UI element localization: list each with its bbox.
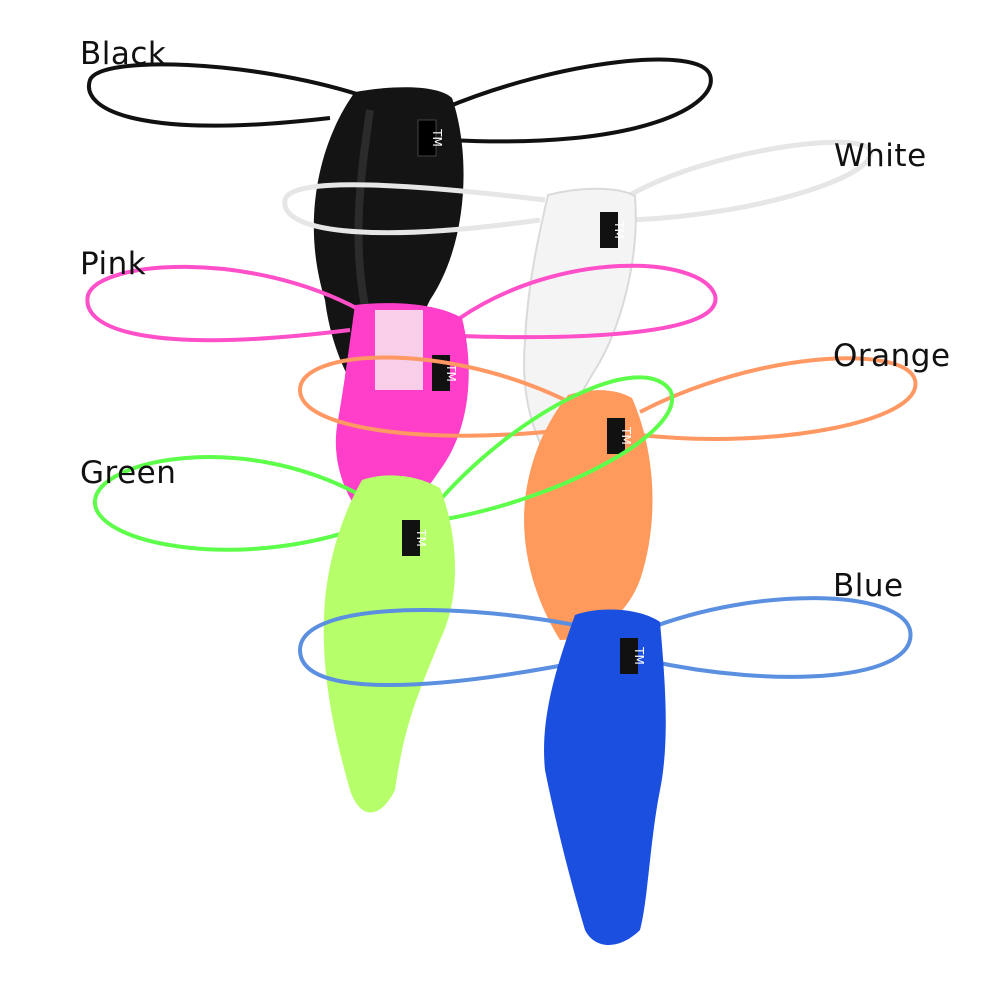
- blue-tag: [620, 638, 638, 674]
- label-pink: Pink: [80, 246, 147, 282]
- black-pouch: [313, 87, 464, 410]
- orange-tag-text: TM: [619, 426, 633, 445]
- blue-pouch: [544, 609, 666, 945]
- orange-tag: [607, 418, 625, 454]
- white-tag-text: TM: [612, 220, 626, 239]
- black-thong: TM: [86, 57, 713, 410]
- label-black: Black: [80, 36, 167, 72]
- label-orange: Orange: [833, 338, 951, 374]
- green-thong: TM: [92, 375, 674, 813]
- orange-thong: TM: [297, 355, 918, 640]
- pink-tag-text: TM: [444, 363, 458, 382]
- green-cord: [92, 375, 674, 552]
- orange-cord: [297, 355, 918, 441]
- white-tag: [600, 212, 618, 248]
- black-cord: [86, 57, 713, 144]
- blue-tag-text: TM: [632, 646, 646, 665]
- pink-thong: TM: [85, 263, 718, 525]
- white-thong: TM: [282, 139, 873, 473]
- green-tag: [402, 520, 420, 556]
- blue-cord: [297, 596, 913, 687]
- black-tag: [417, 119, 437, 157]
- blue-thong: TM: [297, 596, 913, 945]
- green-tag-text: TM: [414, 528, 428, 547]
- pink-cord: [85, 263, 718, 343]
- black-tag-text: TM: [430, 128, 444, 147]
- label-white: White: [834, 138, 927, 174]
- label-green: Green: [80, 455, 177, 491]
- white-cord: [282, 139, 873, 236]
- label-blue: Blue: [833, 568, 904, 604]
- green-pouch: [323, 475, 455, 813]
